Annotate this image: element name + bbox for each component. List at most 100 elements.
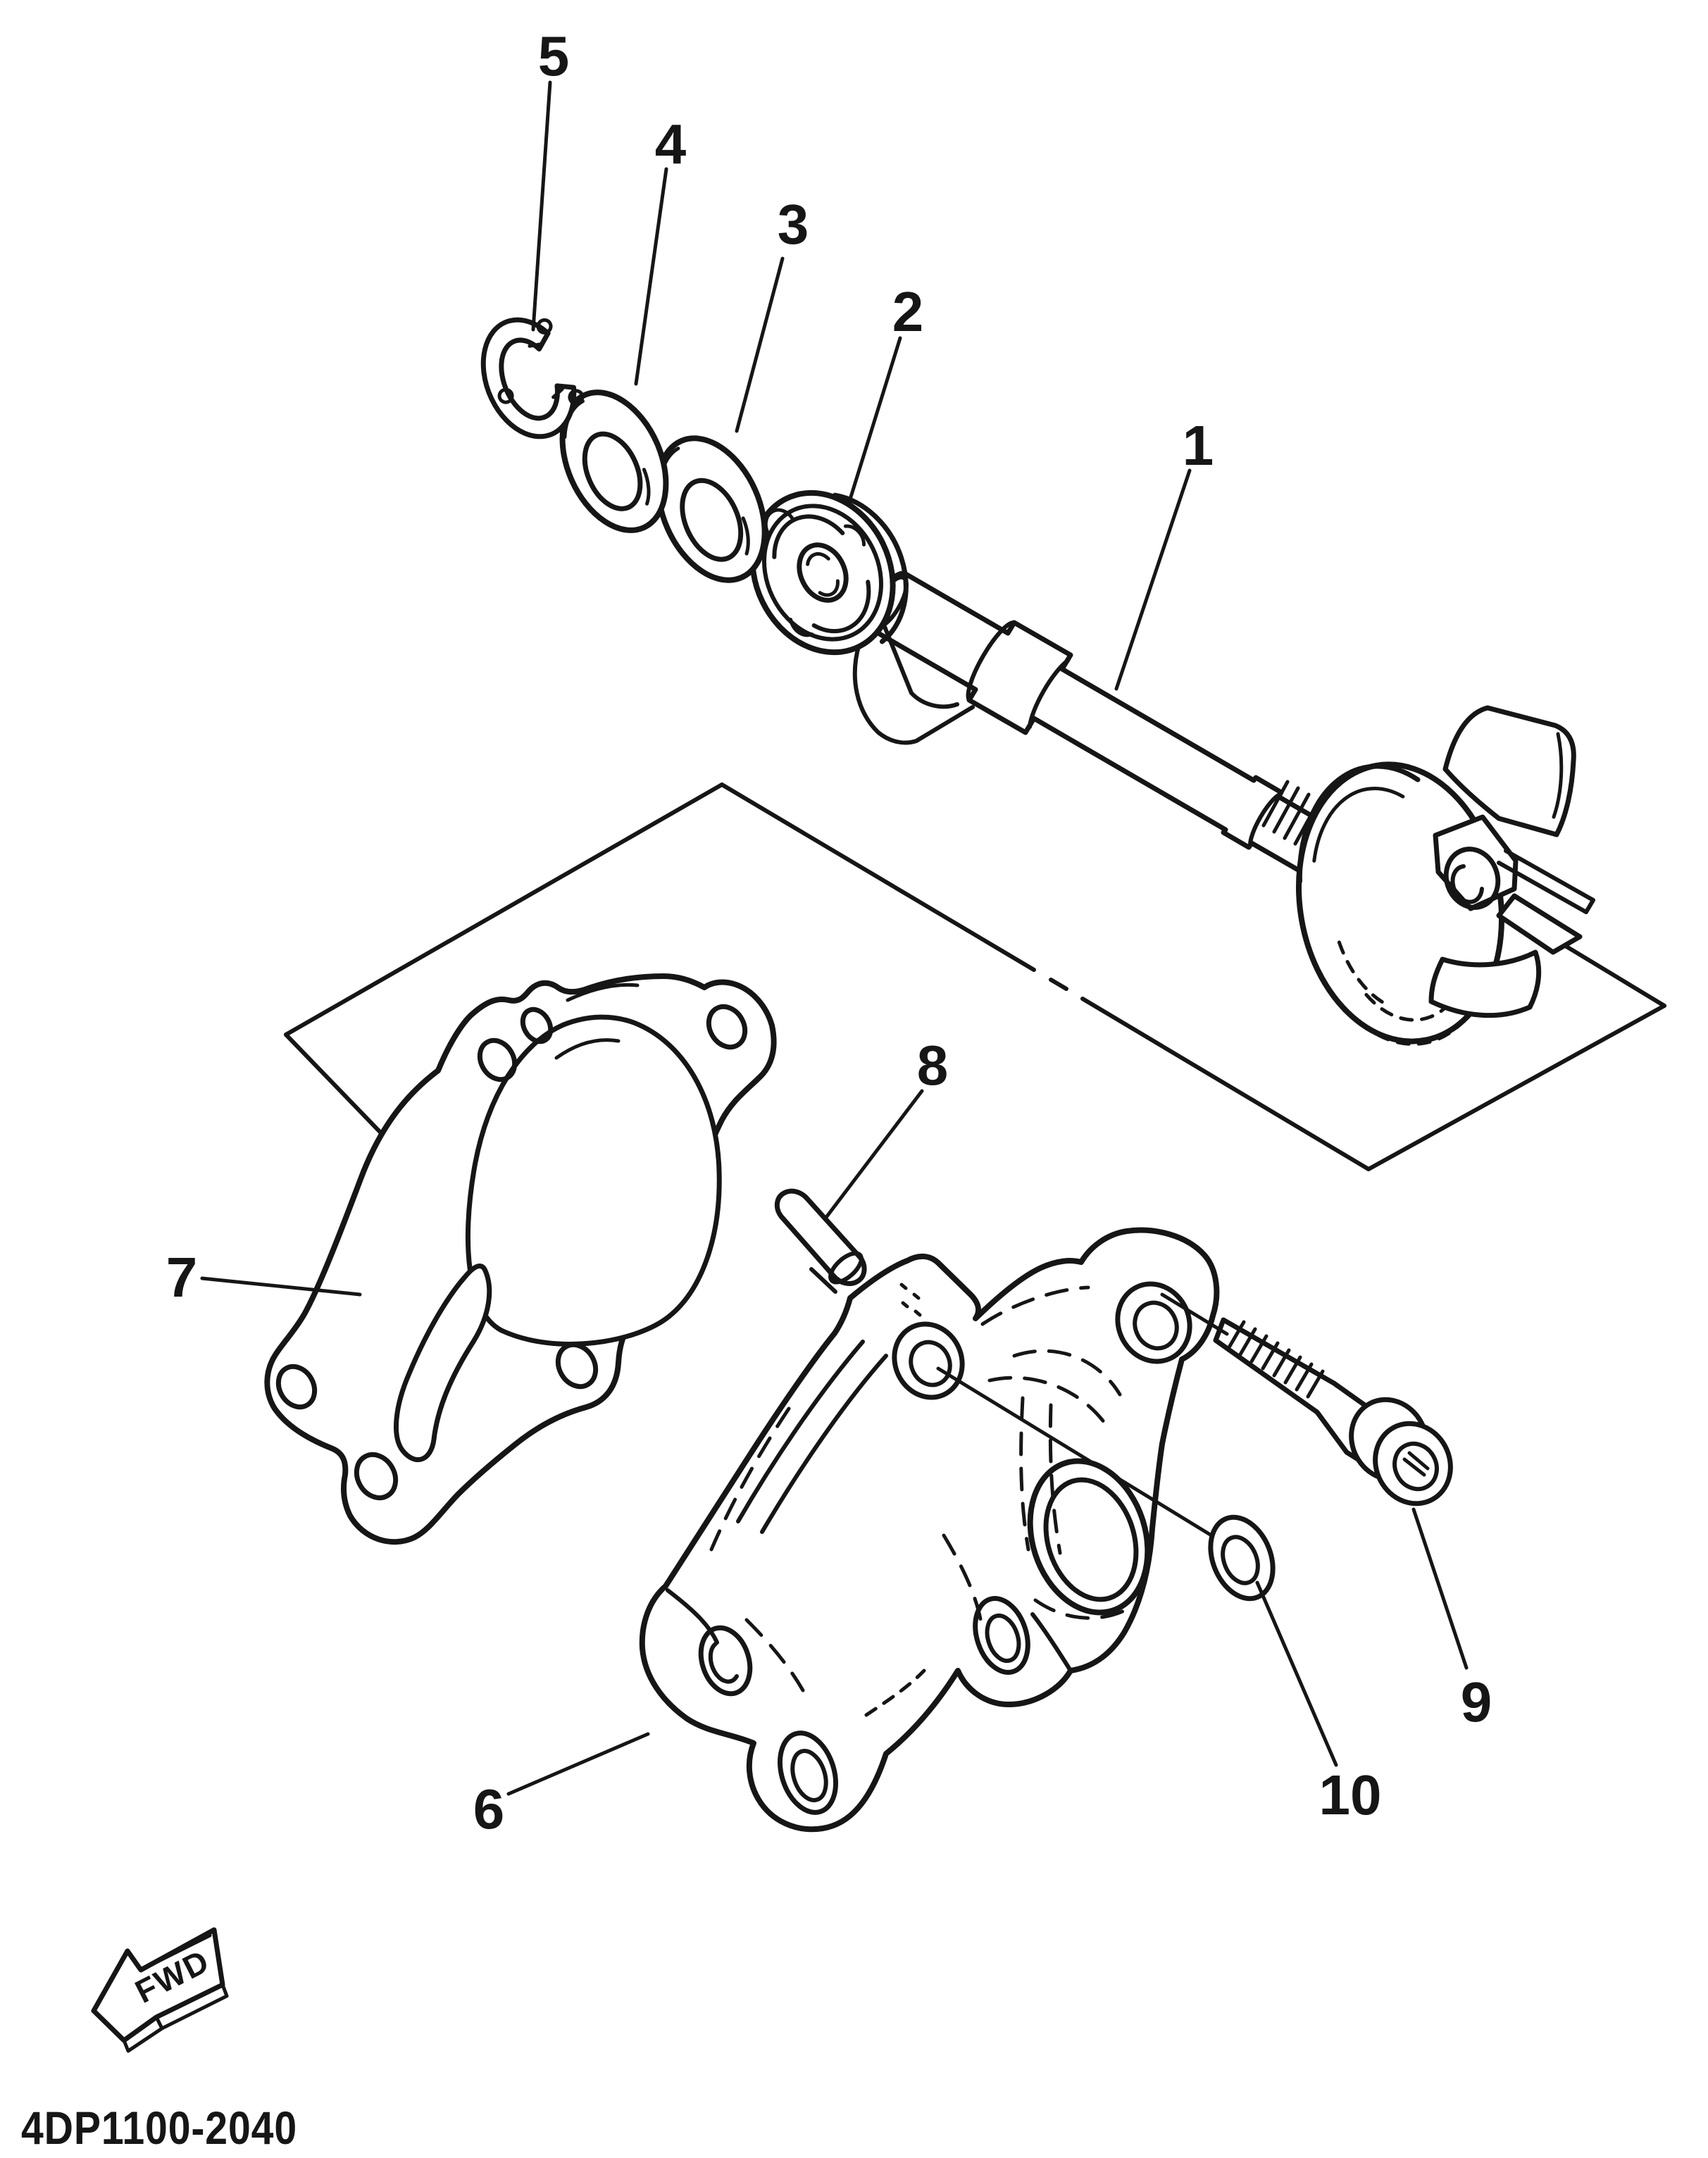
impeller (1295, 705, 1595, 1046)
leader-6 (506, 1732, 650, 1796)
callout-1: 1 (1183, 414, 1214, 477)
housing-foot-line (666, 1588, 719, 1645)
assembly-line-boss-to-washer (936, 1366, 1214, 1538)
housing-hole (1133, 1300, 1179, 1351)
gasket-hole (354, 1452, 399, 1501)
impeller-shaft-tip (1497, 849, 1595, 914)
bolt-threads (1227, 1320, 1325, 1399)
fwd-arrow-depth (122, 1983, 229, 2053)
bearing-bore (797, 542, 849, 603)
housing-rib (760, 1354, 888, 1534)
housing-hole-inner (708, 1642, 739, 1684)
bearing-side-wall (833, 492, 909, 644)
gasket-hole (275, 1364, 318, 1410)
housing-boss-holes (698, 1281, 1192, 1815)
washer-10 (1208, 1514, 1276, 1602)
circlip-tab-hole (568, 389, 585, 406)
housing-cast-marks (899, 1283, 922, 1317)
fwd-arrow-icon (91, 1927, 225, 2043)
callout-9: 9 (1461, 1671, 1492, 1733)
gasket-detail-line (554, 1038, 621, 1060)
shaft-step-face (1028, 659, 1070, 729)
bearing-inner-race (772, 514, 871, 634)
callout-leaders (200, 80, 1469, 1796)
reference-plane (284, 782, 1666, 1330)
impeller-blade (1428, 949, 1542, 1018)
drawing-code: 4DP1100-2040 (21, 2102, 297, 2154)
housing-hole (698, 1625, 753, 1697)
leader-8 (823, 1089, 924, 1221)
housing-bore-inner (1043, 1477, 1139, 1602)
plane-edge (1366, 1004, 1666, 1171)
bearing (749, 489, 909, 656)
impeller-blade-edge (1552, 732, 1564, 819)
impeller-hub-thread (1450, 864, 1484, 904)
housing-hole (985, 1613, 1021, 1664)
leader-10 (1255, 1580, 1338, 1767)
pump-housing (639, 1227, 1220, 1833)
impeller-blade (1442, 705, 1576, 837)
housing-rib (736, 1340, 865, 1523)
gasket-hole (477, 1037, 518, 1083)
washer-hole (680, 478, 744, 562)
circlip-tab-hole (536, 318, 553, 335)
assembly-line-boss-to-bolt (1160, 1292, 1229, 1336)
pin-end-face (828, 1251, 864, 1285)
plane-edge (284, 782, 724, 1037)
gasket-hole (706, 1004, 748, 1050)
shaft-collar-face (1248, 792, 1282, 847)
leader-5 (531, 80, 552, 332)
pin-body (774, 1188, 867, 1286)
housing-hole (909, 1340, 952, 1387)
fwd-marker: FWD (91, 1927, 229, 2053)
pump-cover-gasket (264, 973, 777, 1545)
leader-7 (200, 1276, 362, 1297)
bearing-outer-race (762, 504, 883, 642)
housing-neck-line (1030, 1612, 1073, 1673)
housing-outline (639, 1227, 1220, 1833)
shaft-slot-trough (852, 642, 975, 745)
impeller-hub-bore (1443, 847, 1501, 910)
circlip-lug (497, 342, 564, 404)
shaft-slot (880, 618, 959, 709)
bearing-bore-detail (806, 551, 840, 597)
shaft-step-face (966, 620, 1016, 702)
housing-hidden-lines (709, 1285, 1128, 1717)
callout-3: 3 (778, 193, 809, 256)
leader-2 (847, 336, 902, 504)
dowel-pin (774, 1188, 867, 1286)
impeller-rim (1297, 763, 1421, 884)
plane-edge (720, 782, 1371, 1171)
impeller-rim-inner (1312, 786, 1405, 863)
housing-hole (973, 1596, 1030, 1675)
callout-5: 5 (538, 25, 570, 87)
leader-4 (634, 167, 668, 386)
leader-3 (735, 256, 785, 433)
gasket-slot-cutout (394, 1264, 492, 1462)
gasket-detail-line (566, 983, 640, 1002)
callout-6: 6 (473, 1778, 505, 1840)
bolt-socket-slot (1402, 1451, 1430, 1477)
callout-7: 7 (166, 1246, 198, 1309)
leader-9 (1411, 1507, 1469, 1670)
leader-1 (1114, 468, 1192, 691)
fwd-arrow-plate-line (146, 1933, 212, 1969)
housing-hole (790, 1749, 828, 1802)
housing-hole (892, 1321, 965, 1400)
washer-outer (1208, 1514, 1276, 1602)
callout-8: 8 (917, 1034, 949, 1097)
callout-2: 2 (892, 280, 924, 343)
impeller-blade (1496, 893, 1583, 955)
socket-bolt (1213, 1317, 1453, 1507)
callout-10: 10 (1319, 1764, 1382, 1826)
callout-numbers: 1 2 3 4 5 6 7 8 9 10 (166, 25, 1492, 1840)
bolt-socket (1392, 1441, 1439, 1492)
housing-hole (778, 1730, 838, 1815)
impeller-hidden (1337, 940, 1388, 1006)
gasket-hole (520, 1006, 554, 1044)
impeller-hidden-rim (1359, 1005, 1476, 1046)
callout-4: 4 (655, 113, 687, 175)
washer-hole (1221, 1535, 1260, 1585)
